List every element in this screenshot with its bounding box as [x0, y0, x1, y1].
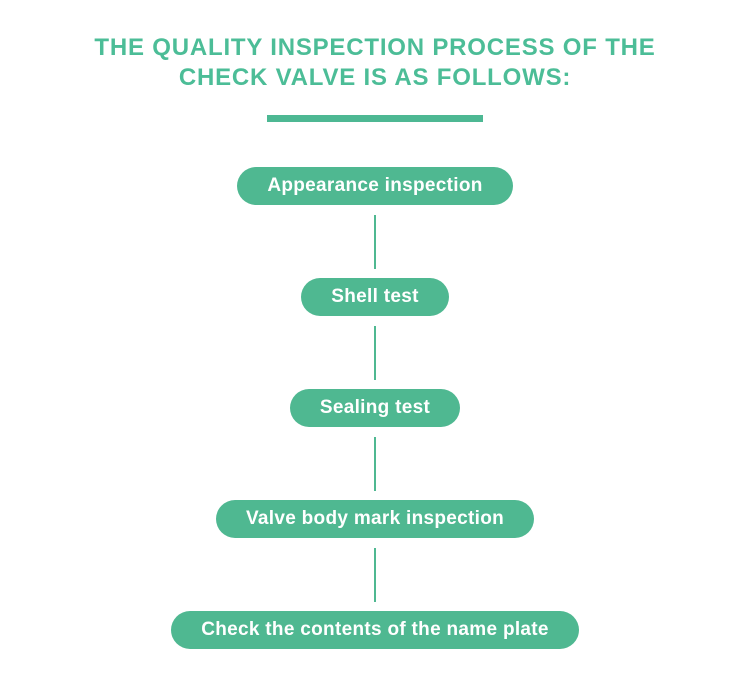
flow-step-pill: Check the contents of the name plate — [171, 611, 579, 649]
flow-connector-line — [374, 215, 376, 269]
page-title: THE QUALITY INSPECTION PROCESS OF THE CH… — [0, 0, 750, 93]
flow-step-pill: Sealing test — [289, 389, 461, 427]
flow-step-pill: Appearance inspection — [237, 167, 513, 205]
flow-connector-line — [374, 437, 376, 491]
flow-step-pill: Valve body mark inspection — [215, 500, 535, 538]
flow-connector-line — [374, 548, 376, 602]
flow-step-pill: Shell test — [301, 278, 449, 316]
page-title-line-1: THE QUALITY INSPECTION PROCESS OF THE — [94, 34, 656, 61]
page-title-line-2: CHECK VALVE IS AS FOLLOWS: — [178, 64, 572, 91]
flow-connector-line — [374, 326, 376, 380]
process-flowchart: Appearance inspection Shell test Sealing… — [0, 167, 750, 649]
title-underline-bar — [267, 115, 483, 122]
